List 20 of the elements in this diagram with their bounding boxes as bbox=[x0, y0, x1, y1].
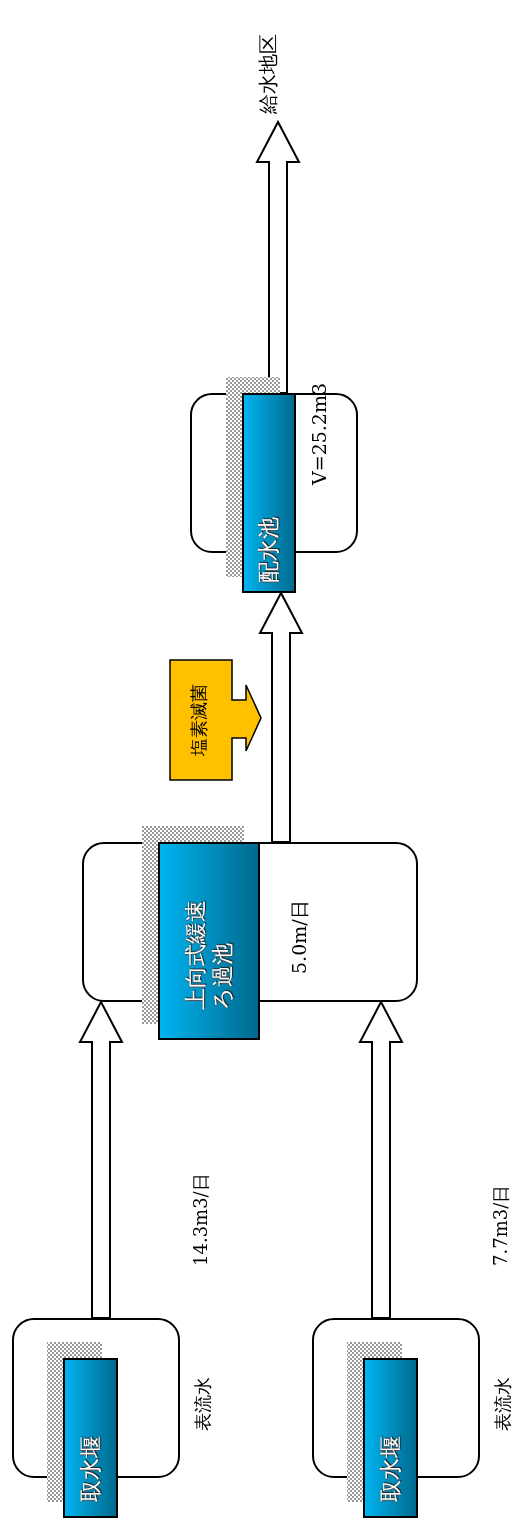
flow-label: 7.7m3/日 bbox=[490, 1184, 512, 1266]
flow-label: 表流水 bbox=[492, 1377, 514, 1431]
node-label: 上向式緩速ろ過池 bbox=[181, 899, 236, 1010]
facility-bar bbox=[363, 1358, 418, 1518]
node-label: 配水池 bbox=[255, 517, 283, 583]
hollow-arrow bbox=[358, 999, 404, 1319]
hollow-arrow bbox=[255, 119, 301, 394]
hollow-arrow bbox=[258, 590, 304, 843]
node-label: V=25.2m3 bbox=[308, 382, 331, 485]
facility-bar bbox=[63, 1358, 118, 1518]
node-label: 取水堰 bbox=[76, 1436, 104, 1502]
flow-label: 表流水 bbox=[192, 1377, 214, 1431]
node-label: 取水堰 bbox=[376, 1436, 404, 1502]
node-label: 給水地区 bbox=[256, 34, 280, 114]
flow-label: 14.3m3/日 bbox=[190, 1173, 212, 1266]
node-label: 塩素滅菌 bbox=[188, 683, 210, 758]
hollow-arrow bbox=[78, 999, 124, 1319]
node-label: 5.0m/日 bbox=[288, 900, 311, 974]
facility-bar bbox=[242, 393, 296, 593]
facility-bar bbox=[158, 842, 260, 1040]
